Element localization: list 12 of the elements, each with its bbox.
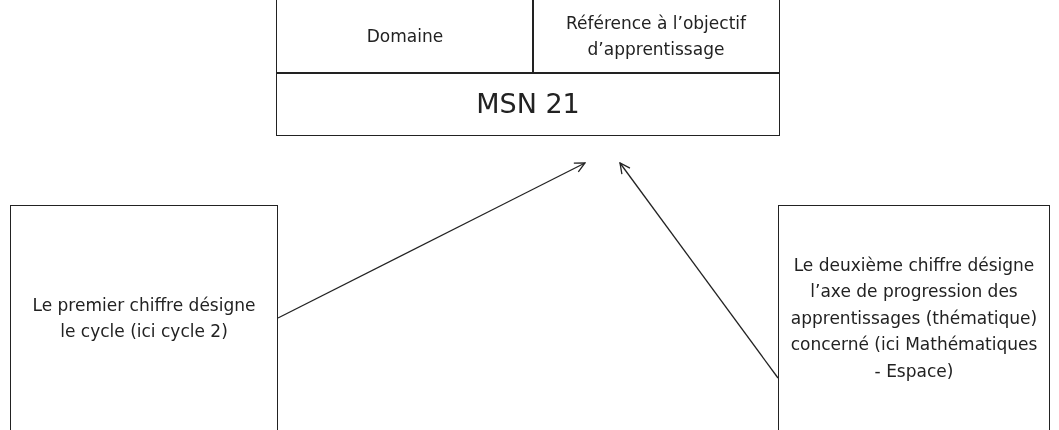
arrow bbox=[619, 162, 779, 379]
description-text: Le deuxième chiffre désigne l’axe de progression des apprentissages (thématique) concerné (ici Mathématiques - Espace) bbox=[789, 254, 1039, 383]
text-box bbox=[778, 205, 1050, 430]
code-cell bbox=[276, 72, 780, 136]
description-text: Domaine bbox=[366, 24, 444, 48]
table-cell bbox=[276, 0, 534, 74]
text-box bbox=[10, 205, 278, 430]
table-cell bbox=[532, 0, 780, 74]
code-label: MSN 21 bbox=[476, 87, 580, 122]
description-text: Référence à l’objectif d’apprentissage bbox=[564, 11, 748, 61]
description-text: Le premier chiffre désigne le cycle (ici cycle 2) bbox=[31, 293, 257, 343]
arrow bbox=[277, 162, 586, 319]
